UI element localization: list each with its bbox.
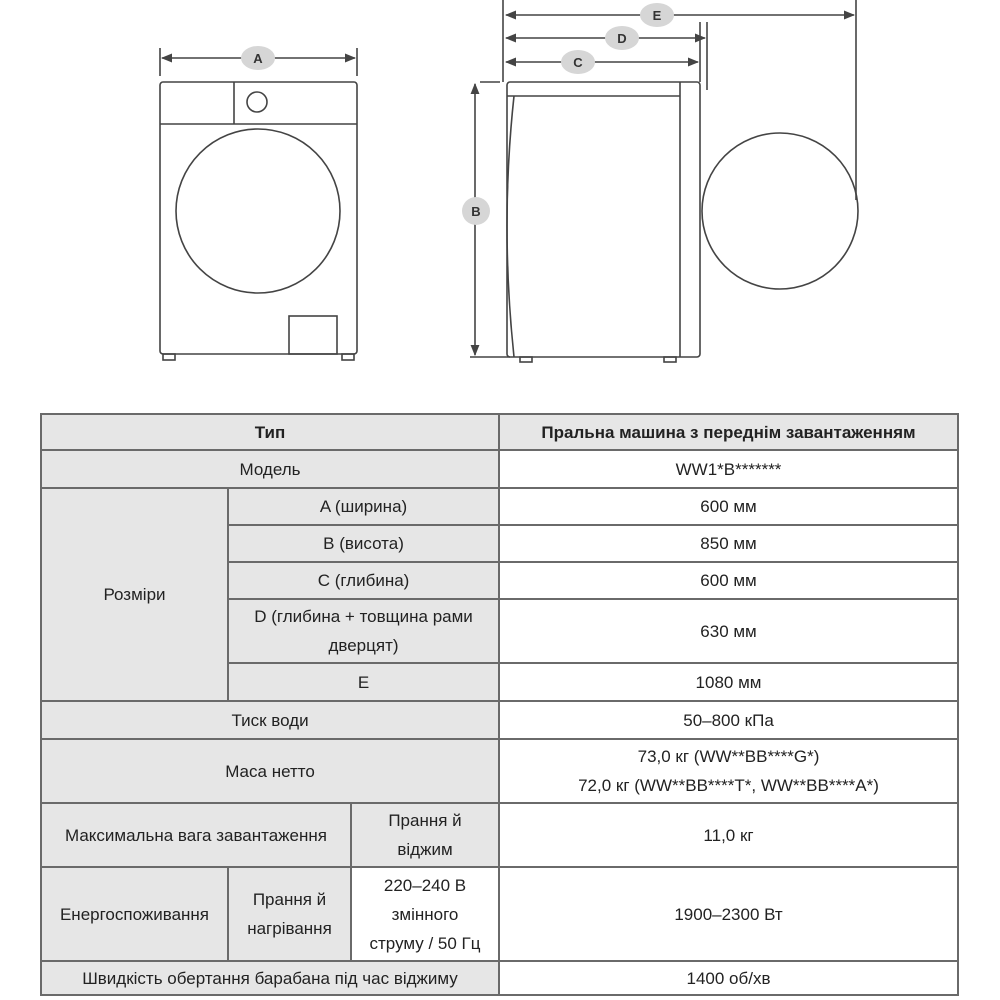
front-knob: [246, 91, 268, 113]
dim-b-name: B (висота): [226, 524, 501, 563]
model-label: Модель: [39, 449, 501, 489]
table-row-max-load: Максимальна вага завантаження Прання й в…: [40, 802, 960, 868]
max-load-mode-line2: віджим: [397, 840, 453, 859]
dim-a-label: A: [253, 51, 263, 66]
dim-c-badge: C: [561, 50, 595, 74]
dim-e-value: 1080 мм: [498, 662, 960, 702]
front-door: [175, 128, 341, 294]
net-weight-line1: 73,0 кг (WW**BB****G*): [637, 747, 820, 766]
power-mode-line2: нагрівання: [247, 919, 332, 938]
max-load-mode: Прання й віджим: [349, 802, 501, 868]
dim-a-name: A (ширина): [226, 487, 501, 526]
power-label: Енергоспоживання: [40, 866, 229, 962]
front-foot-right: [341, 353, 355, 361]
side-foot-back: [663, 356, 677, 363]
dim-c-value: 600 мм: [498, 561, 960, 600]
dim-d-name-line1: D (глибина + товщина рами: [254, 607, 473, 626]
max-load-mode-line1: Прання й: [388, 811, 462, 830]
table-row-dim-c: C (глибина) 600 мм: [41, 561, 960, 600]
dim-c-label: C: [573, 55, 583, 70]
dim-d-badge: D: [605, 26, 639, 50]
table-row-dim-a: Розміри A (ширина) 600 мм: [40, 487, 960, 702]
dim-e-label: E: [653, 8, 662, 23]
net-weight-value: 73,0 кг (WW**BB****G*) 72,0 кг (WW**BB**…: [498, 738, 960, 804]
side-door-frame: [506, 95, 515, 358]
table-row-type: Тип Пральна машина з переднім завантажен…: [39, 413, 960, 451]
type-label: Тип: [39, 413, 501, 451]
front-body-outline: [159, 81, 358, 355]
net-weight-label: Маса нетто: [39, 738, 501, 804]
front-foot-left: [162, 353, 176, 361]
side-foot-front: [519, 356, 533, 363]
front-view: [159, 48, 358, 361]
dimension-diagram: A B C D E: [159, 0, 859, 363]
dim-b-badge: B: [462, 197, 490, 225]
dim-d-name: D (глибина + товщина рами дверцят): [226, 598, 501, 664]
table-row-dim-e: E 1080 мм: [41, 662, 960, 702]
power-supply-line3: струму / 50 Гц: [369, 933, 481, 953]
table-row-dim-b: B (висота) 850 мм: [41, 524, 960, 563]
dim-b-value: 850 мм: [498, 524, 960, 563]
power-supply: 220–240 В змінного струму / 50 Гц: [349, 866, 501, 962]
net-weight-line2: 72,0 кг (WW**BB****T*, WW**BB****A*): [578, 776, 879, 795]
side-body-outline: [506, 81, 701, 358]
model-value: WW1*B*******: [498, 449, 960, 489]
dim-b-label: B: [471, 204, 480, 219]
table-row-spin-speed: Швидкість обертання барабана під час від…: [39, 960, 960, 996]
max-load-label: Максимальна вага завантаження: [40, 802, 352, 868]
dim-d-name-line2: дверцят): [328, 636, 399, 655]
power-mode-line1: Прання й: [252, 890, 327, 909]
dim-d-label: D: [617, 31, 626, 46]
table-row-model: Модель WW1*B*******: [39, 449, 960, 489]
water-pressure-value: 50–800 кПа: [498, 700, 960, 740]
power-mode: Прання й нагрівання: [227, 866, 352, 962]
water-pressure-label: Тиск води: [39, 700, 501, 740]
power-supply-line2: змінного: [391, 904, 459, 924]
dimensions-label: Розміри: [40, 487, 229, 702]
spin-speed-value: 1400 об/хв: [498, 960, 960, 996]
dim-c-name: C (глибина): [226, 561, 501, 600]
max-load-value: 11,0 кг: [498, 802, 960, 868]
type-value: Пральна машина з переднім завантаженням: [498, 413, 960, 451]
table-row-water-pressure: Тиск води 50–800 кПа: [39, 700, 960, 740]
table-row-power: Енергоспоживання Прання й нагрівання 220…: [40, 866, 960, 962]
side-open-door: [701, 132, 859, 290]
side-view: [470, 0, 859, 363]
power-supply-line1: 220–240 В: [383, 875, 467, 895]
power-value: 1900–2300 Вт: [498, 866, 960, 962]
dim-d-value: 630 мм: [498, 598, 960, 664]
dim-a-badge: A: [241, 46, 275, 70]
specifications-table: Тип Пральна машина з переднім завантажен…: [39, 413, 960, 996]
spin-speed-label: Швидкість обертання барабана під час від…: [39, 960, 501, 996]
table-row-dim-d: D (глибина + товщина рами дверцят) 630 м…: [41, 598, 960, 664]
dim-e-name: E: [226, 662, 501, 702]
dim-a-value: 600 мм: [498, 487, 960, 526]
dim-e-badge: E: [640, 3, 674, 27]
table-row-net-weight: Маса нетто 73,0 кг (WW**BB****G*) 72,0 к…: [39, 738, 960, 804]
front-filter-cover: [288, 315, 338, 355]
